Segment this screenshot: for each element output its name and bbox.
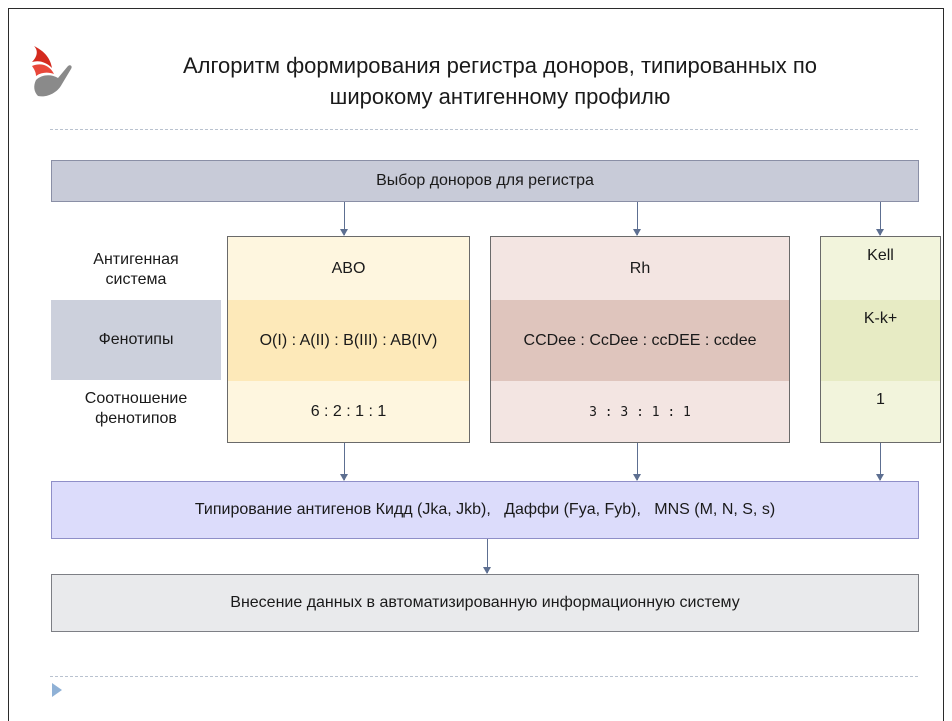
title-line-2: широкому антигенному профилю (329, 84, 671, 109)
abo-ratio-cell: 6 : 2 : 1 : 1 (310, 403, 387, 420)
row-label-antigen-system: Антигенная система (51, 240, 221, 300)
arrow-select-to-kell (876, 202, 884, 236)
kell-column: Kell K-k+ 1 (820, 236, 941, 443)
kell-ratio-cell: 1 (876, 391, 885, 408)
donor-selection-box: Выбор доноров для регистра (51, 160, 919, 202)
rh-system-cell: Rh (629, 259, 651, 277)
title-divider (50, 129, 918, 130)
title-line-1: Алгоритм формирования регистра доноров, … (182, 53, 818, 78)
rh-ratio-cell: 3 : 3 : 1 : 1 (589, 404, 691, 420)
arrow-rh-to-typing (633, 443, 641, 481)
hand-flame-logo-icon (32, 46, 72, 97)
arrow-select-to-abo (340, 202, 348, 236)
kell-phenotypes-cell: K-k+ (821, 300, 940, 381)
row-label-phenotypes: Фенотипы (51, 300, 221, 380)
row-label-antigen-system-text: Антигенная система (93, 251, 179, 288)
abo-system-cell: ABO (331, 259, 366, 277)
antigen-typing-box: Типирование антигенов Кидд (Jka, Jkb), Д… (51, 481, 919, 539)
row-label-phenotype-ratio: Соотношение фенотипов (51, 380, 221, 438)
bullet-triangle-icon (52, 683, 62, 697)
arrow-abo-to-typing (340, 443, 348, 481)
rh-phenotypes-cell: CCDee : CcDee : ccDEE : ccdee (491, 300, 789, 381)
data-entry-label: Внесение данных в автоматизированную инф… (230, 594, 740, 611)
slide-frame (8, 8, 944, 721)
footer-divider (50, 676, 918, 677)
donor-selection-label: Выбор доноров для регистра (376, 172, 594, 189)
kell-system-cell: Kell (867, 247, 894, 264)
antigen-typing-label: Типирование антигенов Кидд (Jka, Jkb), Д… (194, 501, 776, 518)
row-label-phenotype-ratio-text: Соотношение фенотипов (84, 390, 188, 427)
row-label-phenotypes-text: Фенотипы (98, 331, 174, 348)
abo-phenotypes-cell: O(I) : A(II) : B(III) : AB(IV) (228, 300, 469, 381)
data-entry-box: Внесение данных в автоматизированную инф… (51, 574, 919, 632)
arrow-typing-to-entry (483, 539, 491, 574)
rh-column: Rh CCDee : CcDee : ccDEE : ccdee 3 : 3 :… (490, 236, 790, 443)
abo-column: ABO O(I) : A(II) : B(III) : AB(IV) 6 : 2… (227, 236, 470, 443)
arrow-kell-to-typing (876, 443, 884, 481)
arrow-select-to-rh (633, 202, 641, 236)
page-title: Алгоритм формирования регистра доноров, … (130, 50, 870, 112)
